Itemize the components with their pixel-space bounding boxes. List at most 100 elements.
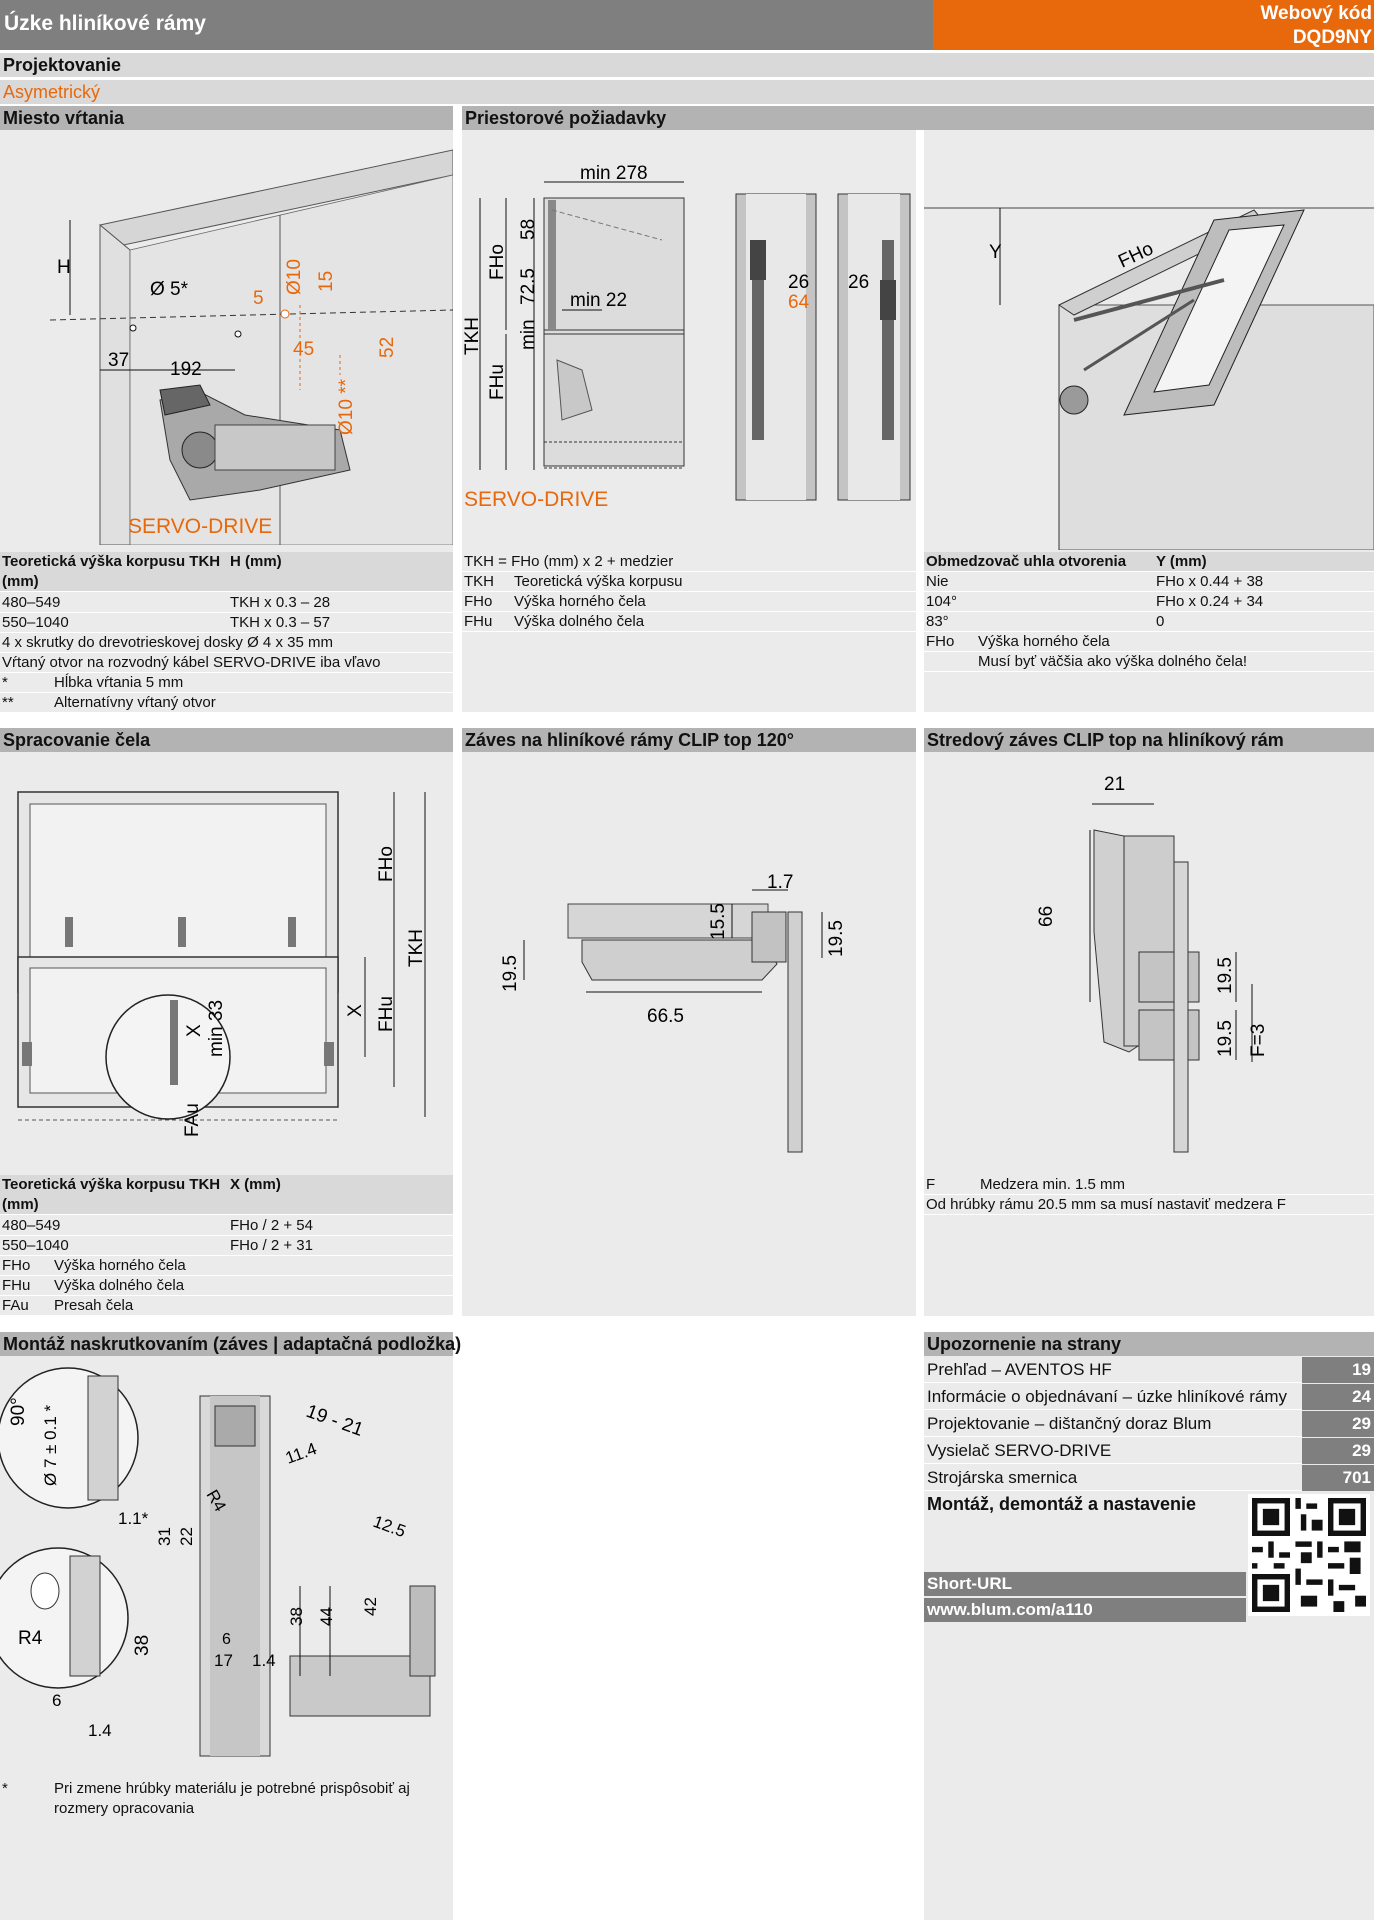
hinge-diagram: 1.7 15.5 19.5 19.5 66.5 xyxy=(500,872,847,1153)
table-cell: 104° xyxy=(926,593,958,610)
table-cell: 83° xyxy=(926,613,949,630)
legend-value: Výška horného čela xyxy=(514,593,646,610)
dim-31: 31 xyxy=(155,1527,174,1546)
ref-item-ordering[interactable]: Informácie o objednávaní – úzke hliníkov… xyxy=(924,1384,1374,1410)
dim-6: 6 xyxy=(222,1631,231,1648)
table-cell: Nie xyxy=(926,573,949,590)
dim-22: 22 xyxy=(177,1527,196,1546)
front-diagram: FHo TKH X FHu X min 33 FAu xyxy=(17,791,427,1137)
mount-title: Montáž naskrutkovaním (záves | adaptačná… xyxy=(0,1332,461,1356)
legend-key: FAu xyxy=(2,1297,29,1314)
dim-12-5: 12.5 xyxy=(371,1512,409,1541)
legend-value: Teoretická výška korpusu xyxy=(514,573,683,590)
ref-label[interactable]: Prehľad – AVENTOS HF xyxy=(927,1360,1112,1379)
legend-key: F xyxy=(926,1176,936,1193)
legend-value: Presah čela xyxy=(54,1297,134,1314)
ref-item-distance-stop[interactable]: Projektovanie – dištančný doraz Blum 29 xyxy=(924,1411,1374,1437)
label-FHo: FHo xyxy=(487,244,508,280)
dim-1-4-detail: 1.4 xyxy=(88,1721,112,1740)
space-title: Priestorové požiadavky xyxy=(462,106,916,130)
legend-value: Výška horného čela xyxy=(978,633,1110,650)
drilling-title: Miesto vŕtania xyxy=(0,106,453,130)
dim-37: 37 xyxy=(108,350,129,371)
dim-66-5: 66.5 xyxy=(647,1006,684,1027)
dim-19-5-bottom: 19.5 xyxy=(1215,1020,1236,1057)
table-cell: FHo / 2 + 31 xyxy=(230,1237,313,1254)
dim-26a: 26 xyxy=(788,272,809,293)
refs-title: Upozornenie na strany xyxy=(924,1332,1374,1356)
legend-key: FHo xyxy=(464,593,493,610)
mount-footnote: * Pri zmene hrúbky materiálu je potrebné… xyxy=(0,1777,453,1821)
webcode-box: Webový kód DQD9NY xyxy=(933,0,1374,50)
label-X-detail: X xyxy=(184,1024,205,1037)
dim-15: 15 xyxy=(316,271,337,292)
legend-key: FHu xyxy=(464,613,493,630)
ref-label[interactable]: Vysielač SERVO-DRIVE xyxy=(927,1441,1112,1460)
mount-link-heading[interactable]: Montáž, demontáž a nastavenie xyxy=(927,1494,1197,1514)
ref-page[interactable]: 24 xyxy=(1302,1384,1374,1410)
front-title: Spracovanie čela xyxy=(0,728,453,752)
refs-list: Prehľad – AVENTOS HF 19 Informácie o obje… xyxy=(924,1357,1374,1491)
ref-page[interactable]: 19 xyxy=(1302,1357,1374,1383)
dim-d7: Ø 7 ± 0.1 * xyxy=(41,1404,60,1486)
ref-page[interactable]: 29 xyxy=(1302,1411,1374,1437)
dim-192: 192 xyxy=(170,359,202,380)
ref-label[interactable]: Projektovanie – dištančný doraz Blum xyxy=(927,1414,1212,1433)
table-cell: 480–549 xyxy=(2,594,61,611)
table-cell: FHo x 0.24 + 34 xyxy=(1156,593,1264,610)
qr-icon xyxy=(1252,1498,1366,1612)
table-cell: TKH x 0.3 – 57 xyxy=(230,614,331,631)
dim-45: 45 xyxy=(293,339,314,360)
label-min: min xyxy=(518,319,539,350)
space-diagram: min 278 58 72.5 min 22 FHo TKH min FHu 2… xyxy=(462,163,911,511)
legend-value: Výška dolného čela xyxy=(54,1277,185,1294)
dim-d10-alt: Ø10 ** xyxy=(336,378,357,435)
center-hinge-diagram: 21 66 19.5 19.5 F=3 xyxy=(1036,774,1269,1153)
section-bar-projektovanie: Projektovanie xyxy=(0,53,1374,77)
dim-90: 90° xyxy=(8,1397,29,1426)
short-url-link[interactable]: www.blum.com/a110 xyxy=(924,1598,1246,1622)
front-table: Teoretická výška korpusu TKH (mm) X (mm)… xyxy=(0,1175,453,1316)
dim-72-5: 72.5 xyxy=(518,268,539,305)
legend-value: Výška horného čela xyxy=(54,1257,186,1274)
dim-66: 66 xyxy=(1036,906,1057,927)
dim-19-5-right: 19.5 xyxy=(826,920,847,957)
dim-R4-detail: R4 xyxy=(18,1628,43,1649)
note: 4 x skrutky do drevotrieskovej dosky Ø 4… xyxy=(0,633,453,653)
table-cell: 550–1040 xyxy=(2,614,69,631)
label-FAu: FAu xyxy=(182,1103,203,1137)
legend-value: Výška dolného čela xyxy=(514,613,645,630)
ref-item-servo-drive[interactable]: Vysielač SERVO-DRIVE 29 xyxy=(924,1438,1374,1464)
dim-d10: Ø10 xyxy=(284,259,305,295)
ref-page[interactable]: 701 xyxy=(1302,1465,1374,1491)
table-head-tkh: Teoretická výška korpusu TKH (mm) xyxy=(2,553,221,590)
footnote: Alternatívny vŕtaný otvor xyxy=(54,694,216,711)
ref-item-machinery[interactable]: Strojárska smernica 701 xyxy=(924,1465,1374,1491)
dim-1-7: 1.7 xyxy=(767,872,793,893)
legend-key: FHu xyxy=(2,1277,31,1294)
ref-label[interactable]: Strojárska smernica xyxy=(927,1468,1078,1487)
dim-H: H xyxy=(57,257,71,278)
dim-Y: Y xyxy=(989,242,1002,263)
label-X: X xyxy=(345,1004,366,1017)
refs-section xyxy=(924,1332,1374,1920)
dim-F3: F=3 xyxy=(1248,1024,1269,1057)
formula: TKH = FHo (mm) x 2 + medzier xyxy=(462,552,916,572)
table-cell: 550–1040 xyxy=(2,1237,69,1254)
legend-note: Od hrúbky rámu 20.5 mm sa musí nastaviť … xyxy=(924,1195,1374,1215)
qr-code[interactable] xyxy=(1248,1494,1370,1616)
dim-38-detail: 38 xyxy=(132,1635,153,1656)
table-head: Obmedzovač uhla otvorenia xyxy=(926,553,1127,570)
legend-key: TKH xyxy=(464,573,494,590)
label-FHu: FHu xyxy=(376,996,397,1032)
dim-19-5-top: 19.5 xyxy=(1215,957,1236,994)
dim-6-detail: 6 xyxy=(52,1691,61,1710)
table-cell: TKH x 0.3 – 28 xyxy=(230,594,331,611)
ref-label[interactable]: Informácie o objednávaní – úzke hliníkov… xyxy=(927,1387,1288,1406)
table-cell: FHo x 0.44 + 38 xyxy=(1156,573,1264,590)
hinge-section xyxy=(462,728,916,1316)
ref-page[interactable]: 29 xyxy=(1302,1438,1374,1464)
legend-note: Musí byť väčšia ako výška dolného čela! xyxy=(978,653,1248,670)
ref-item-overview[interactable]: Prehľad – AVENTOS HF 19 xyxy=(924,1357,1374,1383)
